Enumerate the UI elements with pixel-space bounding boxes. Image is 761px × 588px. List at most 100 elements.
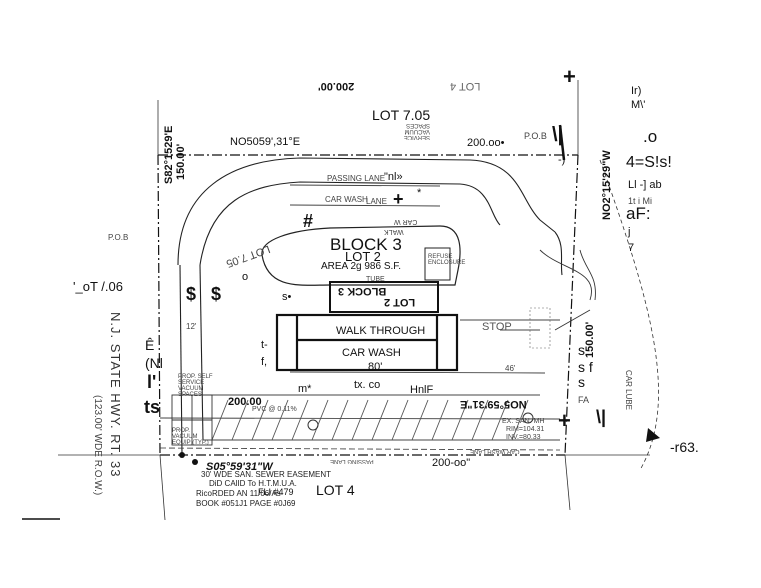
top-bearing-label: NO5059',31°E: [230, 136, 301, 148]
right-1ti: 1t i Mi: [628, 196, 653, 206]
easement-line-3: RicoRDED AN 11/06/As: [196, 489, 281, 498]
row-width: (123.00' WDE R.O.W.): [92, 395, 103, 496]
north-arrow: [646, 428, 660, 442]
right-o: .o: [643, 127, 658, 146]
plus-top: +: [393, 189, 404, 209]
side-f: f,: [261, 356, 268, 368]
pob-mark: \|: [552, 124, 564, 146]
right-li: Ll -] ab: [628, 179, 662, 191]
dim-46: 46': [505, 364, 516, 373]
passing-lane-bottom: PASSING LANE: [330, 458, 374, 464]
right-s-1: s: [578, 342, 585, 358]
top-distance-label: 200.oo•: [467, 137, 505, 149]
bottom-left-dist: 200.00: [228, 396, 262, 408]
right-mv: M\': [631, 99, 646, 111]
lot4-bottom-label: LOT 4: [316, 482, 355, 498]
refuse-enclosure: [424, 247, 451, 281]
refuse-label: REFUSE ENCLOSURE: [428, 254, 466, 266]
car-wash-lane-label: CAR WASH: [325, 195, 368, 204]
manhole-right: [522, 412, 534, 424]
m-star: m*: [298, 383, 312, 395]
stop-hatch: [529, 307, 551, 349]
right-pin-1: [558, 124, 566, 161]
side-ts: ts: [144, 397, 161, 417]
walk-upside: WALK: [384, 228, 404, 235]
block3-upside: BLOCK 3: [338, 285, 387, 297]
dim-80: 80': [368, 361, 383, 373]
right-fa: FA: [578, 395, 590, 405]
easement-line-2: DiD CAlID To H.T.M.U.A.: [209, 479, 297, 488]
right-j: j: [628, 226, 631, 238]
parking-hatch: [211, 399, 529, 441]
pob-left-label: P.O.B: [108, 233, 129, 242]
manhole-left: [307, 419, 319, 431]
car-lube-label: CAR LUBE: [624, 370, 633, 411]
dollar-1: $: [186, 284, 197, 304]
stop-label: STOP: [482, 321, 512, 333]
top-left-dist-upside: 200.00': [318, 80, 355, 92]
prop-vac-label: PROP. VACUUM EQUIP (TYP.): [172, 428, 209, 446]
car-wash-label: CAR WASH: [342, 347, 401, 359]
bottom-bearing-upside: NO5°59'31"E: [460, 398, 527, 410]
easement-line-1: 30' WDE SAN. SEWER EASEMENT: [201, 470, 331, 479]
passing-lane-top: PASSING LANE: [327, 174, 386, 183]
right-4s: 4=S!s!: [626, 154, 672, 171]
easement-line-4: BOOK #051J1 PAGE #0J69: [196, 499, 296, 508]
lot-705-label: LOT 7.05: [372, 107, 431, 123]
right-plus: +: [558, 408, 571, 433]
rim-label: RIM=104.31: [506, 426, 545, 433]
right-dist-label: 150.00': [584, 321, 596, 358]
tx-co: tx. co: [354, 379, 381, 391]
lane-lines: [159, 184, 561, 441]
car-wash-building: [275, 313, 459, 372]
block3-island: [261, 225, 461, 286]
lane-label: LANE: [366, 197, 387, 206]
r63-label: -r63.: [670, 439, 699, 455]
bottom-bearing-label: S05°59'31"W: [206, 461, 273, 473]
car-wash-lane-bottom: CAR WASH LANE: [470, 448, 520, 454]
paren-mark: -): [558, 154, 566, 166]
right-ir: Ir): [631, 85, 642, 97]
bottom-distance-label: 200-oo": [432, 457, 471, 469]
right-x: \|: [596, 407, 607, 427]
lot2-label: LOT 2: [345, 249, 381, 264]
side-t: t-: [261, 339, 268, 351]
side-l: l': [147, 372, 157, 392]
dim-12: 12': [186, 322, 197, 331]
nj-state-hwy: N.J. STATE HWY. RT. 33: [108, 312, 123, 478]
lot2-upside: LOT 2: [384, 296, 416, 308]
right-af: aF:: [626, 204, 651, 223]
ot06-label: '_oT /.06: [73, 279, 123, 294]
vacuum-area: [171, 394, 213, 446]
right-s-2: s: [578, 374, 585, 390]
right-plus-top: +: [563, 64, 576, 89]
left-bearing-label: S82°1529'E: [163, 125, 175, 184]
driveway: [177, 157, 563, 456]
hash-mark: #: [303, 211, 314, 231]
marker-dot-1: [179, 452, 185, 458]
block3-label: BLOCK 3: [330, 235, 402, 254]
dollar-2: $: [211, 284, 222, 304]
right-7: 7: [628, 242, 635, 254]
right-sf: s f: [578, 359, 593, 375]
nl-mark: "nl»: [384, 171, 403, 183]
ex-san-label: EX. SAN. MH: [502, 418, 545, 425]
pob-top-label: P.O.B: [524, 131, 547, 141]
right-bearing-label: NO2°15'29"W: [601, 150, 613, 220]
lot2-box: [329, 281, 439, 313]
pvc-note: PVC @ 0.11%: [252, 406, 297, 413]
property-boundary: [157, 154, 579, 456]
right-curb: [539, 249, 596, 331]
area-label: AREA 2g 986 S.F.: [321, 261, 402, 272]
walk-through-label: WALK THROUGH: [336, 325, 426, 337]
inv-label: INV.=80.33: [506, 434, 541, 441]
tube-label: TUBE: [366, 276, 385, 283]
lot4-upside: LOT 4: [450, 80, 481, 92]
lot-lines: [58, 80, 659, 521]
sewer-line: [159, 447, 561, 451]
fli-label: FLI #479: [258, 487, 294, 497]
service-vac-upside: SERVICE VACUUM SPACES: [403, 122, 430, 140]
star-mark: *: [417, 187, 422, 199]
hnie: HnlF: [410, 384, 434, 396]
